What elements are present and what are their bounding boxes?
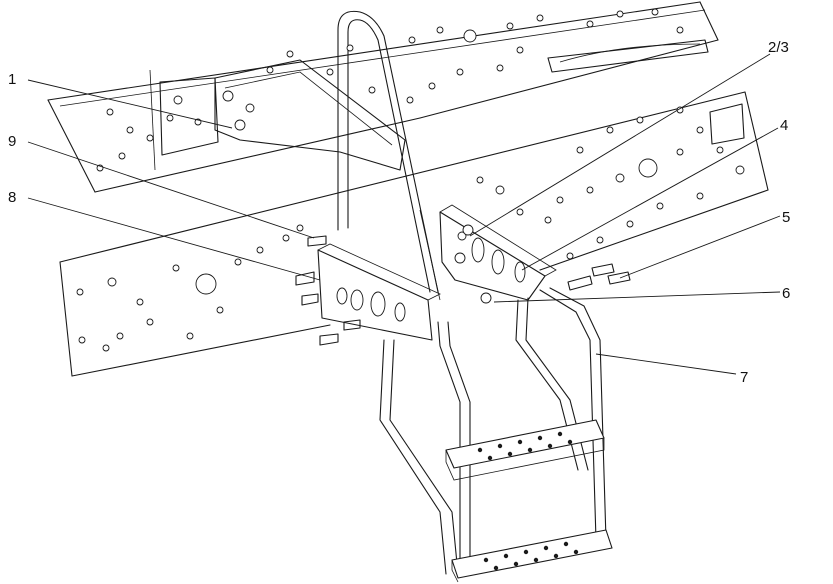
- lower-step: [451, 529, 613, 583]
- upper-step: [445, 419, 605, 481]
- rail-hole: [173, 95, 183, 105]
- rail-hole: [596, 236, 604, 244]
- rail-hole: [368, 86, 376, 94]
- rail-hole: [676, 26, 684, 34]
- rail-hole: [146, 318, 154, 326]
- callout-6: 6: [782, 285, 790, 302]
- rail-hole: [576, 146, 584, 154]
- rail-hole: [186, 332, 194, 340]
- rail-hole: [76, 288, 84, 296]
- leader-2-3: [469, 53, 771, 237]
- leader-6: [493, 291, 781, 303]
- rail-hole: [136, 298, 144, 306]
- rail-hole: [346, 44, 354, 52]
- rail-hole: [195, 273, 217, 295]
- leader-1: [27, 79, 233, 129]
- upper-frame-rail: [47, 1, 719, 193]
- rail-hole: [428, 82, 436, 90]
- rail-hole: [296, 224, 304, 232]
- rail-hole: [586, 20, 594, 28]
- upper-bracket: [159, 59, 406, 171]
- rail-hole: [544, 216, 552, 224]
- rail-hole: [566, 252, 574, 260]
- rail-hole: [166, 114, 174, 122]
- rail-hole: [495, 185, 505, 195]
- rail-hole: [506, 22, 514, 30]
- leader-4: [521, 127, 779, 271]
- right-mounting-plate: [439, 204, 631, 304]
- leader-lines: [27, 53, 781, 375]
- rail-hole: [102, 344, 110, 352]
- rail-hole: [516, 208, 524, 216]
- callout-9: 9: [8, 133, 16, 150]
- rail-hole: [126, 126, 134, 134]
- rail-hole: [78, 336, 86, 344]
- rail-hole: [536, 14, 544, 22]
- rail-hole: [516, 46, 524, 54]
- rail-hole: [282, 234, 290, 242]
- rail-hole: [476, 176, 484, 184]
- rail-hole: [626, 220, 634, 228]
- rail-hole: [436, 26, 444, 34]
- rail-hole: [216, 306, 224, 314]
- rail-hole: [172, 264, 180, 272]
- callout-4: 4: [780, 117, 788, 134]
- rail-hole: [118, 152, 126, 160]
- rail-hole: [716, 146, 724, 154]
- rail-hole: [615, 173, 625, 183]
- rail-hole: [406, 96, 414, 104]
- rail-hole: [463, 29, 477, 43]
- callout-2-3: 2/3: [768, 39, 789, 56]
- rail-hole: [256, 246, 264, 254]
- rail-hole: [606, 126, 614, 134]
- leader-9: [27, 141, 315, 239]
- rail-hole: [146, 134, 154, 142]
- rail-hole: [496, 64, 504, 72]
- rail-hole: [266, 66, 274, 74]
- callout-8: 8: [8, 189, 16, 206]
- left-mounting-plate: [295, 235, 441, 346]
- callout-1: 1: [8, 71, 16, 88]
- rail-hole: [636, 116, 644, 124]
- rail-hole: [456, 68, 464, 76]
- leader-7: [595, 353, 737, 375]
- rail-hole: [586, 186, 594, 194]
- rail-hole: [286, 50, 294, 58]
- rail-hole: [656, 202, 664, 210]
- rail-hole: [106, 108, 114, 116]
- callout-7: 7: [740, 369, 748, 386]
- rail-hole: [116, 332, 124, 340]
- rail-hole: [326, 68, 334, 76]
- rail-hole: [638, 158, 658, 178]
- ladder-rails: [379, 287, 607, 575]
- rail-hole: [735, 165, 745, 175]
- leader-5: [619, 215, 781, 279]
- rail-hole: [676, 148, 684, 156]
- callout-5: 5: [782, 209, 790, 226]
- rail-hole: [107, 277, 117, 287]
- rail-hole: [408, 36, 416, 44]
- frame-rail-holes: [76, 8, 745, 352]
- callout-labels: 1 9 8 2/3 4 5 6 7: [8, 39, 790, 386]
- rail-hole: [696, 126, 704, 134]
- rail-hole: [651, 8, 659, 16]
- rail-hole: [556, 196, 564, 204]
- grab-handle: [337, 10, 439, 293]
- rail-hole: [616, 10, 624, 18]
- rail-hole: [696, 192, 704, 200]
- rail-hole: [234, 258, 242, 266]
- leader-8: [27, 197, 321, 281]
